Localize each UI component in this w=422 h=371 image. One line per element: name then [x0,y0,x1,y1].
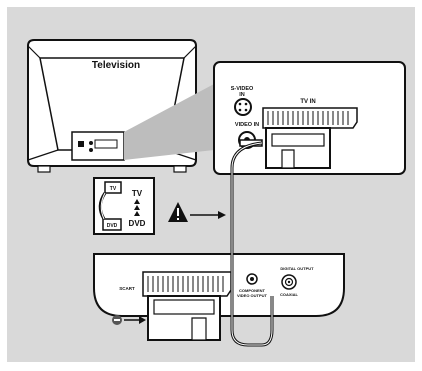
component-label-line2: VIDEO OUTPUT [237,293,268,298]
svideo-in-label-line2: IN [239,92,245,98]
component-label-line1: COMPONENT [239,288,266,293]
dvd-scart-plug [147,295,221,341]
dvd-plug-icon [102,218,122,231]
dvd-plug-label: DVD [107,223,118,229]
television-title: Television [92,60,140,71]
coaxial-label: COAXIAL [280,292,299,297]
zoom-wedge [124,84,214,160]
digital-output-label: DIGITAL OUTPUT [280,266,314,271]
scart-label-card: TV DVD TV DVD [93,177,155,235]
dvd-scart-socket [142,271,232,297]
tv-plug-icon [104,181,122,194]
dvd-scart-label: SCART [119,286,135,291]
card-dvd-label: DVD [129,219,146,228]
svideo-in-jack [234,98,252,116]
card-tv-label: TV [132,189,143,198]
svideo-in-label-line1: S-VIDEO [231,86,254,92]
tv-plug-label: TV [110,186,117,192]
video-in-label: VIDEO IN [235,122,259,128]
tv-connection-panel: S-VIDEO IN VIDEO IN TV IN [213,61,406,175]
tv-in-label: TV IN [300,99,315,105]
